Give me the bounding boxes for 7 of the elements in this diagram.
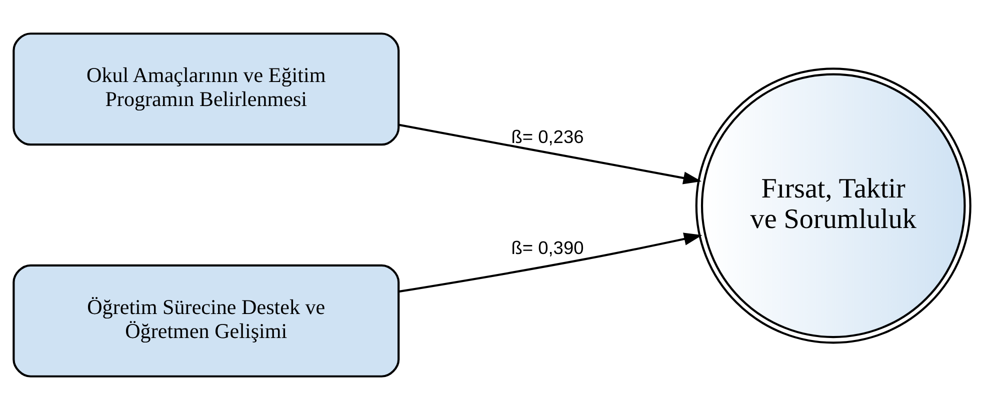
edge-label: ß= 0,390 — [511, 237, 584, 258]
node-box: Öğretim Sürecine Destek ve Öğretmen Gelişimi — [12, 264, 400, 378]
arrow — [398, 232, 702, 293]
node-circle: Fırsat, Taktir ve Sorumluluk — [695, 68, 972, 344]
arrow — [398, 124, 702, 184]
node-box: Okul Amaçlarının ve Eğitim Programın Belirlenmesi — [12, 32, 400, 146]
edge-label: ß= 0,236 — [511, 126, 584, 148]
